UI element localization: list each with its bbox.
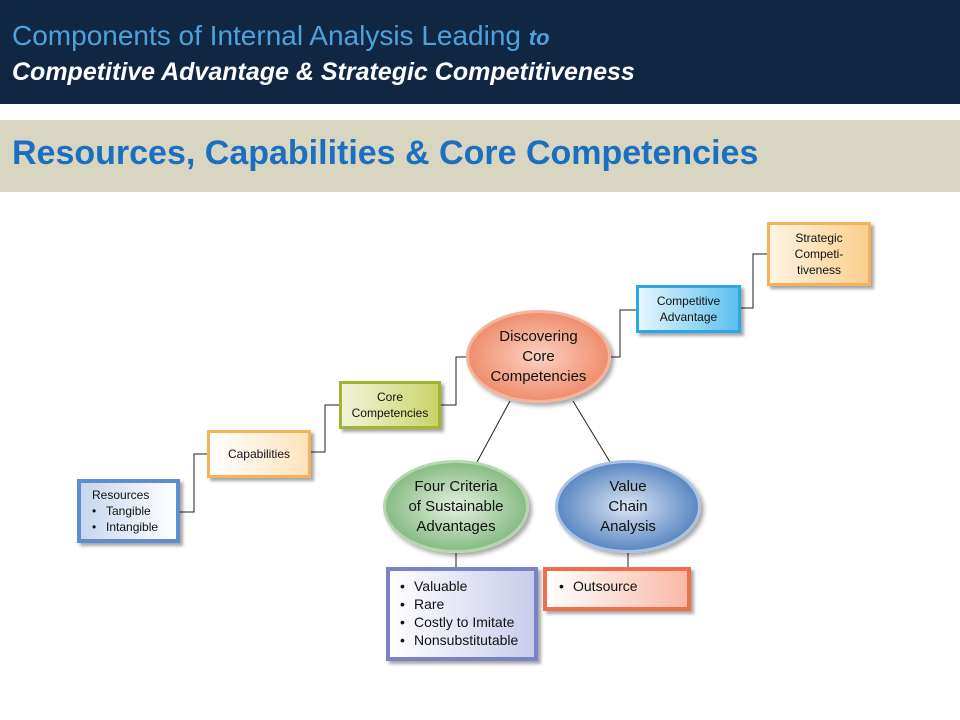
section-band: Resources, Capabilities & Core Competenc… — [0, 120, 960, 192]
connector-discovering-value-chain — [572, 400, 611, 463]
strategic-line3: tiveness — [796, 263, 842, 277]
connector-competitive-strategic — [741, 253, 767, 309]
connector-discovering-four-criteria — [476, 400, 511, 463]
list-item: Costly to Imitate — [400, 613, 534, 631]
list-item: Valuable — [400, 577, 534, 595]
core-competencies-line2: Competencies — [351, 406, 429, 420]
capabilities-box: Capabilities — [207, 430, 311, 478]
connector-capabilities-core — [311, 404, 339, 453]
connector-resources-capabilities — [180, 453, 207, 513]
header-title: Components of Internal Analysis Leading … — [12, 20, 550, 52]
competitive-advantage-line1: Competitive — [656, 294, 721, 308]
resources-box: Resources Tangible Intangible — [77, 479, 180, 543]
strategic-line2: Competi- — [794, 247, 844, 261]
core-competencies-box: Core Competencies — [339, 381, 441, 429]
value-chain-line3: Analysis — [600, 517, 656, 535]
value-chain-line1: Value — [609, 477, 647, 495]
header-title-main: Components of Internal Analysis Leading — [12, 20, 529, 51]
list-item: Intangible — [92, 519, 176, 535]
strategic-competitiveness-box: Strategic Competi- tiveness — [767, 222, 871, 286]
outsource-box: Outsource — [543, 567, 691, 611]
discovering-line1: Discovering — [499, 327, 578, 345]
header-title-to: to — [528, 25, 550, 50]
connector-core-discovering — [441, 356, 466, 406]
capabilities-label: Capabilities — [227, 447, 291, 461]
core-competencies-line1: Core — [376, 390, 403, 404]
four-criteria-line1: Four Criteria — [414, 477, 498, 495]
outsource-list: Outsource — [559, 577, 687, 595]
header-subtitle: Competitive Advantage & Strategic Compet… — [12, 58, 635, 86]
discovering-line3: Competencies — [490, 367, 587, 385]
four-criteria-line3: Advantages — [416, 517, 496, 535]
criteria-list: Valuable Rare Costly to Imitate Nonsubst… — [400, 577, 534, 649]
competitive-advantage-line2: Advantage — [659, 310, 718, 324]
list-item: Rare — [400, 595, 534, 613]
discovering-core-competencies-ellipse: Discovering Core Competencies — [466, 310, 611, 403]
competitive-advantage-box: Competitive Advantage — [636, 285, 741, 333]
resources-list: Tangible Intangible — [92, 503, 176, 535]
criteria-list-box: Valuable Rare Costly to Imitate Nonsubst… — [386, 567, 538, 661]
four-criteria-line2: of Sustainable — [408, 497, 504, 515]
value-chain-ellipse: Value Chain Analysis — [555, 460, 701, 553]
discovering-line2: Core — [522, 347, 555, 365]
list-item: Nonsubstitutable — [400, 631, 534, 649]
strategic-line1: Strategic — [795, 231, 843, 245]
value-chain-line2: Chain — [608, 497, 648, 515]
section-title: Resources, Capabilities & Core Competenc… — [12, 134, 759, 172]
four-criteria-ellipse: Four Criteria of Sustainable Advantages — [383, 460, 529, 553]
resources-title: Resources — [92, 488, 150, 502]
connector-discovering-competitive — [611, 309, 636, 358]
slide-header: Components of Internal Analysis Leading … — [0, 0, 960, 104]
list-item: Outsource — [559, 577, 687, 595]
list-item: Tangible — [92, 503, 176, 519]
